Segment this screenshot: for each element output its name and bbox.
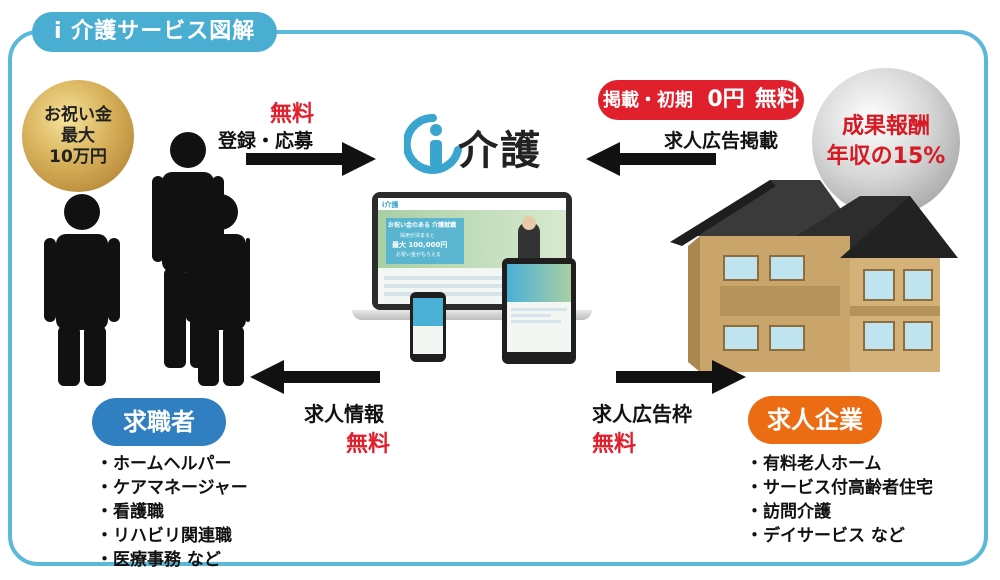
arrow-right-icon	[246, 142, 376, 176]
preview-sub: 採用が決まると	[400, 233, 436, 239]
success-fee-line1: 成果報酬	[841, 114, 930, 139]
preview-tail: お祝い金がもらえる	[396, 252, 441, 258]
job-ad-posting-label: 求人広告掲載	[664, 130, 779, 152]
diagram-frame	[8, 30, 988, 566]
employers-badge: 求人企業	[748, 396, 882, 444]
arrow-left-icon	[250, 360, 380, 394]
arrow-right-icon	[616, 360, 746, 394]
register-apply-label: 登録・応募	[218, 130, 314, 152]
house-icon	[670, 180, 958, 372]
list-item: リハビリ関連職	[96, 524, 248, 548]
ad-slot-free-label: 無料	[592, 432, 637, 457]
bonus-line2: 最大	[61, 125, 95, 146]
list-item: 看護職	[96, 500, 248, 524]
list-item: デイサービス など	[746, 524, 933, 548]
free-listing-zero: 0円	[707, 87, 745, 112]
arrow-left-icon	[586, 142, 716, 176]
devices-illustration: i介護 お祝い金のある 介護就職 採用が決まると 最大 100,000円 お祝い…	[352, 192, 592, 368]
success-fee-line2: 年収の15%	[826, 144, 946, 169]
list-item: サービス付高齢者住宅	[746, 476, 933, 500]
list-item: 訪問介護	[746, 500, 933, 524]
ad-slot-label: 求人広告枠	[592, 402, 692, 426]
list-item: 医療事務 など	[96, 548, 248, 572]
logo-text: 介護	[458, 128, 542, 174]
list-item: ケアマネージャー	[96, 476, 248, 500]
people-icon	[44, 132, 250, 386]
job-info-free-label: 無料	[346, 432, 391, 457]
employers-list: 有料老人ホーム サービス付高齢者住宅 訪問介護 デイサービス など	[746, 452, 933, 548]
free-listing-free: 無料	[754, 87, 799, 112]
logo-i-icon	[404, 113, 462, 174]
free-listing-badge: 掲載・初期 0円 無料	[598, 80, 804, 120]
job-seekers-list: ホームヘルパー ケアマネージャー 看護職 リハビリ関連職 医療事務 など	[96, 452, 248, 572]
bonus-line1: お祝い金	[44, 104, 112, 125]
job-seekers-badge: 求職者	[92, 398, 226, 446]
register-free-label: 無料	[270, 102, 315, 127]
list-item: 有料老人ホーム	[746, 452, 933, 476]
success-fee-seal: 成果報酬 年収の15%	[812, 68, 960, 216]
list-item: ホームヘルパー	[96, 452, 248, 476]
preview-headline: お祝い金のある 介護就職	[388, 222, 457, 229]
diagram-title: i 介護サービス図解	[32, 12, 278, 52]
job-info-label: 求人情報	[304, 402, 384, 426]
free-listing-prefix: 掲載・初期	[603, 90, 694, 111]
preview-amount: 最大 100,000円	[392, 241, 448, 249]
bonus-seal: お祝い金 最大 10万円	[22, 80, 134, 192]
bonus-line3: 10万円	[49, 146, 107, 167]
